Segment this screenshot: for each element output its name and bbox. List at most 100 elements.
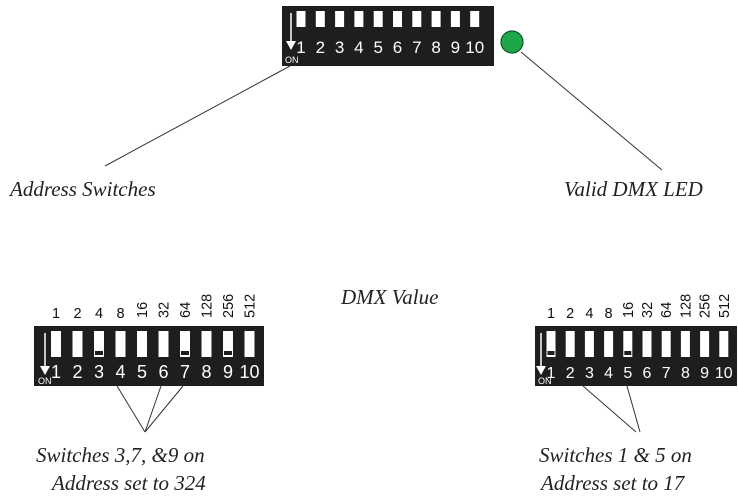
valid-dmx-led-icon [500, 30, 524, 54]
example-left-caption-line2: Address set to 324 [50, 471, 206, 495]
example-left-switch-5 [137, 331, 147, 357]
example-left-dmx-value: 32 [157, 302, 173, 318]
example-left-switch-9-on-knob [224, 351, 232, 355]
main-switch-1 [296, 11, 306, 27]
example-left-switch-4 [115, 331, 126, 357]
example-right-switch-8 [680, 331, 690, 357]
main-switch-number: 9 [451, 38, 460, 57]
example-left-dmx-value: 256 [221, 294, 237, 318]
example-right-dmx-value: 256 [698, 294, 714, 318]
example-left-switch-number: 3 [94, 362, 104, 382]
example-left-switch-number: 6 [158, 362, 168, 382]
example-left-dmx-value: 16 [135, 302, 151, 318]
example-right-switch-number: 9 [700, 365, 709, 382]
example-right-dmx-value: 4 [585, 306, 593, 322]
example-left-switch-number: 4 [115, 362, 125, 382]
example-right-switch-number: 1 [547, 365, 556, 382]
example-left-leader-7 [144, 385, 162, 433]
example-right-switch-number: 3 [585, 365, 594, 382]
example-right-switch-number: 7 [662, 365, 671, 382]
example-right-on-label: ON [538, 376, 552, 386]
example-left-switch-number: 10 [239, 362, 259, 382]
main-switch-number: 8 [431, 38, 440, 57]
example-right-leader-1 [582, 385, 637, 433]
address-switches-label: Address Switches [8, 177, 156, 201]
example-left-dmx-value: 128 [200, 294, 216, 318]
main-switch-number: 4 [354, 38, 363, 57]
main-switch-3 [335, 11, 345, 27]
example-left-switch-6 [158, 331, 169, 357]
example-right-dmx-value: 128 [678, 294, 694, 318]
example-left-dmx-value: 2 [73, 306, 81, 322]
example-right-switch-9 [700, 331, 710, 357]
example-right-switch-5 [623, 331, 633, 357]
example-left-caption-line1: Switches 3,7, &9 on [36, 443, 205, 467]
main-switch-5 [373, 11, 383, 27]
example-left-switch-number: 5 [137, 362, 147, 382]
example-left-dmx-value: 4 [95, 306, 103, 322]
example-right-switch-10 [719, 331, 729, 357]
example-left-switch-number: 9 [223, 362, 233, 382]
example-right-switch-number: 2 [566, 365, 575, 382]
example-left-dmx-value: 8 [116, 306, 124, 322]
example-left-leader-3 [116, 385, 146, 433]
main-switch-8 [431, 11, 441, 27]
example-right-dmx-value: 64 [659, 302, 675, 318]
main-switch-number: 3 [335, 38, 344, 57]
main-switch-9 [450, 11, 460, 27]
main-on-label: ON [285, 55, 299, 65]
example-right-dmx-value: 512 [717, 294, 733, 318]
example-left-switch-3 [94, 331, 104, 357]
example-left-on-label: ON [38, 376, 52, 386]
valid-dmx-led-label: Valid DMX LED [564, 177, 703, 201]
example-right-dmx-value: 8 [605, 306, 613, 322]
main-switch-number: 1 [296, 38, 305, 57]
example-left-dmx-value: 1 [52, 306, 60, 322]
valid-dmx-led-leader [520, 51, 663, 171]
example-right-switch-number: 5 [623, 365, 632, 382]
example-left-switch-number: 8 [201, 362, 211, 382]
example-left-leader-9 [144, 385, 184, 433]
example-left-switch-number: 7 [180, 362, 190, 382]
example-left-dmx-value: 512 [243, 294, 259, 318]
main-switch-4 [354, 11, 364, 27]
example-right-switch-number: 8 [681, 365, 690, 382]
example-right-caption-line2: Address set to 17 [539, 471, 686, 495]
example-right-switch-2 [565, 331, 575, 357]
main-switch-6 [393, 11, 402, 27]
main-on-arrow-icon [286, 41, 296, 50]
main-switch-7 [412, 11, 422, 27]
example-right-switch-number: 10 [715, 365, 733, 382]
main-switch-number: 6 [393, 38, 402, 57]
address-switches-leader [104, 65, 291, 167]
example-left-switch-2 [72, 331, 83, 357]
main-switch-2 [315, 11, 325, 27]
example-left-dmx-value: 64 [178, 302, 194, 318]
example-right-on-arrow-icon [536, 366, 546, 375]
example-left-switch-8 [201, 331, 212, 357]
example-left-switch-9 [223, 331, 233, 357]
example-right-switch-1-on-knob [547, 351, 555, 355]
example-right-switch-4 [604, 331, 614, 357]
main-switch-number: 7 [412, 38, 421, 57]
example-right-leader-5 [626, 385, 641, 433]
example-left-switch-1 [51, 331, 61, 357]
example-left-switch-10 [244, 331, 255, 357]
example-left-switch-3-on-knob [95, 351, 103, 355]
example-left-switch-7 [180, 331, 190, 357]
example-left-switch-7-on-knob [181, 351, 189, 355]
example-right-switch-5-on-knob [624, 351, 632, 355]
example-right-dmx-value: 32 [640, 302, 656, 318]
example-right-switch-number: 4 [604, 365, 613, 382]
example-right-switch-number: 6 [643, 365, 652, 382]
example-right-switch-3 [584, 331, 594, 357]
example-right-dmx-value: 1 [547, 306, 555, 322]
example-right-switch-1 [546, 331, 556, 357]
example-left-switch-number: 1 [51, 362, 61, 382]
main-dip-switch-body [282, 6, 494, 66]
main-switch-number: 2 [316, 38, 325, 57]
